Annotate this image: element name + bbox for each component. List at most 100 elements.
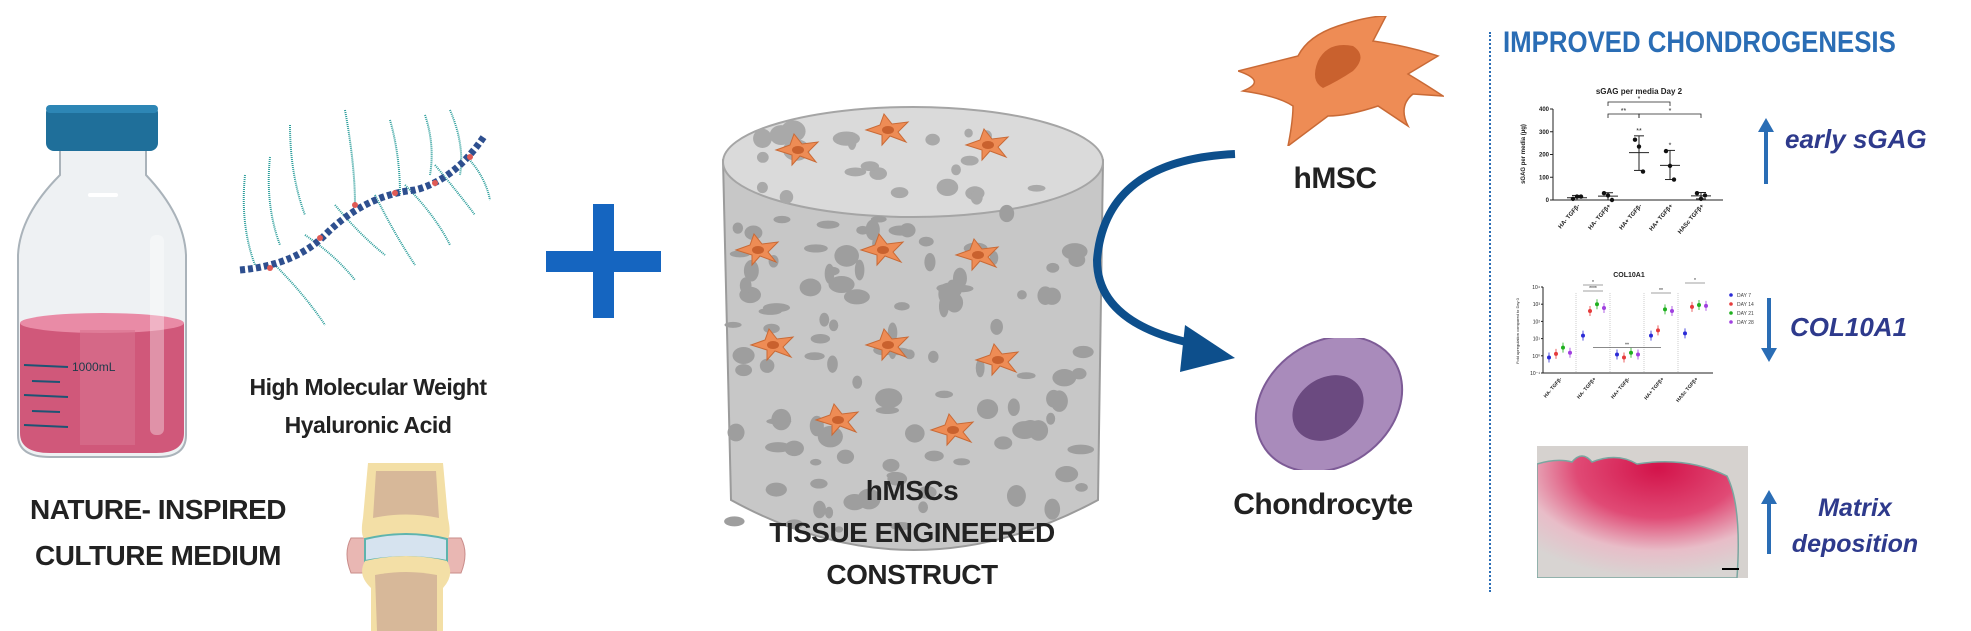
scaffold-pore (854, 259, 865, 281)
data-point (1601, 190, 1607, 196)
data-point-day-7 (1615, 352, 1619, 357)
data-point (1636, 144, 1642, 149)
scaffold-pore (1067, 444, 1095, 455)
significance-label: **** (1589, 286, 1597, 292)
scaffold-pore (1012, 421, 1037, 440)
cell-nucleus (767, 341, 779, 349)
scaffold-hmsc-cell-icon (859, 232, 905, 267)
scaffold-pore (852, 375, 863, 389)
y-tick-label: 10² (1533, 319, 1541, 325)
scaffold-pore (847, 132, 857, 150)
legend-marker (1729, 311, 1733, 315)
scaffold-pore (1044, 498, 1061, 520)
scaffold-hmsc-cell-icon (954, 237, 1000, 272)
cell-nucleus (882, 341, 894, 349)
data-point-day-7 (1581, 333, 1585, 338)
significance-label: * (1669, 142, 1672, 149)
scaffold-pore (819, 312, 830, 327)
hyaluronic-acid-molecule-icon (239, 109, 491, 326)
y-tick-label: 100 (1539, 175, 1550, 181)
scaffold-pore (813, 500, 826, 519)
scaffold-pore (816, 220, 840, 229)
x-tick-label: HA- TGFβ- (1543, 376, 1564, 399)
scaffold-pore (779, 190, 794, 204)
data-point (1605, 193, 1611, 198)
x-tick-label: HA+ TGFβ- (1619, 203, 1644, 231)
scaffold-pore (918, 236, 934, 247)
significance-label: ** (1621, 108, 1627, 115)
x-tick-label: HA- TGFβ- (1558, 203, 1582, 230)
x-tick-label: HASc TGFβ+ (1675, 376, 1699, 403)
scaffold-pore (935, 390, 954, 399)
section-divider (1489, 32, 1491, 592)
scaffold-pore (1016, 372, 1036, 380)
scaffold-pore (964, 128, 973, 138)
data-point-day-14 (1656, 328, 1660, 333)
scaffold-pore (753, 128, 772, 149)
legend-label: DAY 14 (1737, 302, 1754, 308)
scaffold-pore (785, 519, 803, 530)
scaffold-pore (1052, 369, 1077, 387)
construct-label-line-3: CONSTRUCT (826, 559, 998, 590)
scaffold-pore (924, 450, 944, 462)
y-tick-label: 10¹ (1533, 337, 1541, 343)
legend-marker (1729, 320, 1733, 324)
culture-medium-bottle: 1000mL (17, 105, 187, 458)
outcome-matrix-line-2: deposition (1791, 530, 1919, 558)
scaffold-pore (888, 225, 913, 236)
scaffold-pore (810, 478, 828, 489)
hmsc-label: hMSC (1293, 162, 1378, 195)
scaffold-pore (727, 423, 745, 442)
y-axis-label: Fold upregulation compared to Day 0 (1515, 297, 1520, 364)
scaffold-pore (836, 449, 855, 464)
scaffold-pore (843, 289, 870, 305)
outcome-col10a1: COL10A1 (1790, 312, 1908, 342)
scaffold-pore (875, 406, 900, 415)
cell-nucleus (947, 426, 959, 434)
scaffold-pore (856, 225, 870, 235)
scaffold-pore (735, 364, 753, 377)
data-point-day-7 (1649, 333, 1653, 338)
scaffold-hmsc-cell-icon (774, 132, 820, 167)
scaffold-pore (1046, 412, 1056, 425)
scaffold-pore (945, 292, 964, 313)
data-point-day-28 (1568, 350, 1572, 355)
scaffold-pore (890, 521, 912, 531)
scaffold-hmsc-cell-icon (814, 402, 860, 437)
data-point (1640, 169, 1646, 174)
scaffold-pore (918, 501, 929, 514)
scaffold-pore (990, 318, 1003, 335)
scaffold-pore (875, 388, 903, 409)
scaffold-hmsc-cell-icon (864, 112, 910, 147)
outcome-matrix-deposition: Matrix deposition (1780, 490, 1930, 562)
x-tick-label: HA+ TGFβ+ (1649, 203, 1675, 233)
scaffold-hmsc-cell-icon (749, 327, 795, 362)
results-title: IMPROVED CHONDROGENESIS (1503, 26, 1896, 59)
data-point-day-21 (1595, 302, 1599, 307)
scaffold-pore (739, 277, 752, 294)
significance-label: * (1638, 96, 1641, 103)
scaffold-pore (765, 482, 787, 497)
hmsc-cell-icon (1238, 16, 1444, 146)
scaffold-pore (1071, 367, 1087, 380)
y-tick-label: 0 (1546, 198, 1550, 204)
scaffold-pore (765, 442, 791, 453)
scaffold-pore (784, 440, 804, 457)
scaffold-pore (1017, 290, 1027, 300)
data-point (1694, 190, 1700, 196)
data-point-day-7 (1547, 355, 1551, 360)
scaffold-pore (1046, 262, 1060, 273)
scaffold-hmsc-cell-icon (974, 342, 1020, 377)
scaffold-pore (828, 275, 855, 294)
data-point (1663, 148, 1669, 154)
ha-label-line-1: High Molecular Weight (249, 374, 487, 400)
scaffold-pore (817, 425, 843, 448)
scaffold-pore (1046, 389, 1062, 408)
data-point (1698, 196, 1704, 202)
scaffold-pore (890, 187, 909, 199)
scaffold-pore (763, 323, 780, 334)
significance-label: ** (1659, 288, 1663, 294)
culture-medium-label: NATURE- INSPIRED CULTURE MEDIUM (0, 487, 316, 579)
scaffold-pore (1055, 466, 1079, 483)
